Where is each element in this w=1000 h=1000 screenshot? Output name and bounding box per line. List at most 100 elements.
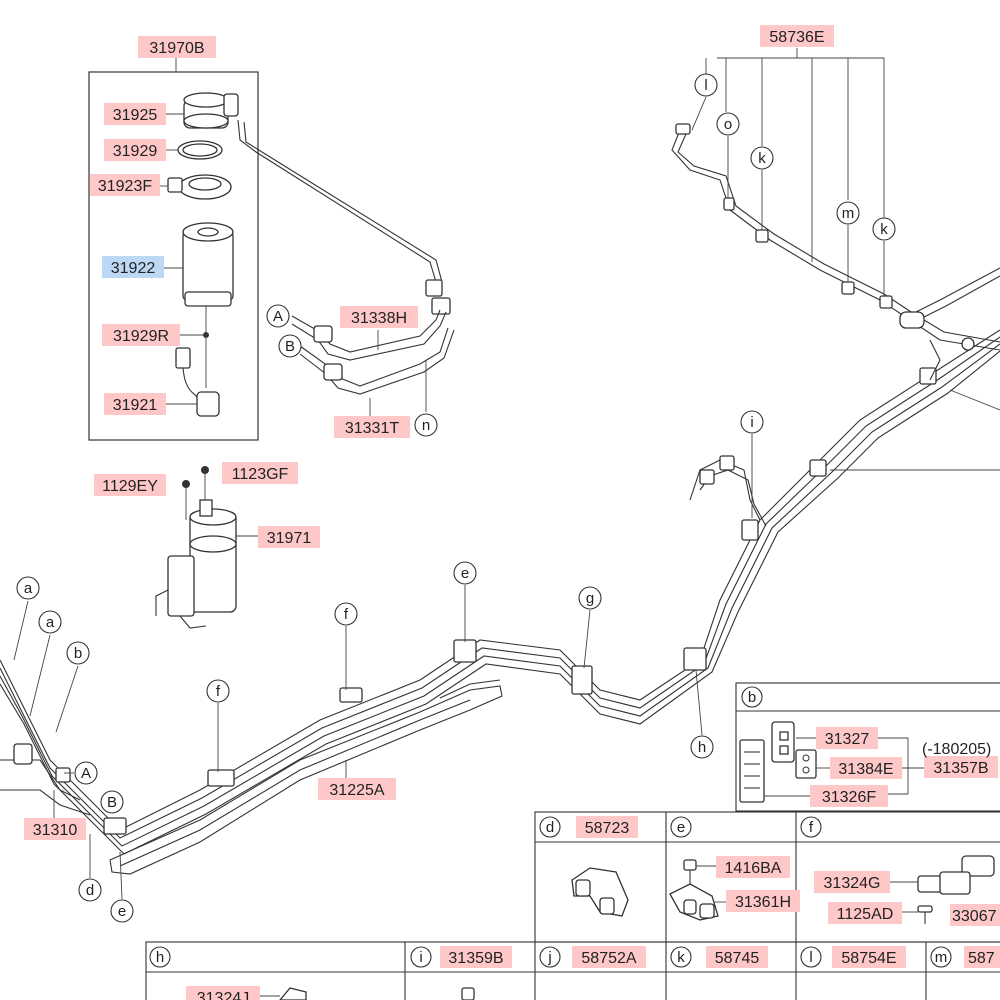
part-label-31929[interactable]: 31929 [104,139,166,161]
detail-cell-l: l 58754E [800,946,906,968]
callout-circles: a a b A B d e f f e g h i l o k m k A B … [13,73,896,923]
svg-text:58736E: 58736E [769,29,824,46]
part-label-58754E[interactable]: 58754E [832,946,906,968]
part-label-31225A[interactable]: 31225A [318,778,396,800]
svg-text:31326F: 31326F [822,789,876,806]
callout-l: l [691,73,718,131]
part-label-31970B[interactable]: 31970B [138,36,216,58]
part-label-58723[interactable]: 58723 [576,816,638,838]
svg-text:a: a [24,580,33,597]
callout-a-2: a [29,610,62,717]
part-label-58745[interactable]: 58745 [706,946,768,968]
part-label-587[interactable]: 587 [964,946,1000,968]
detail-cell-j: j 58752A [539,946,646,968]
callout-b: b [55,641,90,733]
svg-text:o: o [724,116,732,133]
part-label-1416BA[interactable]: 1416BA [716,856,790,878]
svg-text:31929: 31929 [113,143,158,160]
svg-text:1125AD: 1125AD [837,906,894,923]
part-label-1125AD[interactable]: 1125AD [828,902,902,924]
detail-box-b: b 31327 31384E 31357B 31326F (-180205) [735,682,1000,812]
svg-text:e: e [677,819,685,836]
svg-text:1123GF: 1123GF [232,466,289,483]
part-label-31922[interactable]: 31922 [102,256,164,278]
svg-text:f: f [344,606,349,623]
callout-k-2: k [872,217,896,296]
part-label-58752A[interactable]: 58752A [572,946,646,968]
part-label-31384E[interactable]: 31384E [830,757,902,779]
clip-58723-drawing [571,867,629,917]
part-label-31324J[interactable]: 31324J [186,986,260,1000]
hose-assembly-drawing [291,309,455,416]
part-label-31359B[interactable]: 31359B [440,946,512,968]
part-label-31324G[interactable]: 31324G [814,871,890,893]
date-code-note: (-180205) [922,741,991,758]
clip-31384E-drawing [795,749,817,779]
part-label-31357B[interactable]: 31357B [924,756,998,778]
svg-text:a: a [46,614,55,631]
svg-text:587: 587 [968,950,995,967]
part-label-31361H[interactable]: 31361H [726,890,800,912]
part-label-31921[interactable]: 31921 [104,393,166,415]
callout-m: m [836,201,860,282]
svg-text:1129EY: 1129EY [102,478,158,495]
part-label-58736E[interactable]: 58736E [760,25,834,47]
detail-cell-e: e 1416BA 31361H [669,816,800,921]
callout-n: n [414,413,438,437]
svg-text:k: k [677,949,685,966]
bolt-1416BA-drawing [683,859,697,884]
detail-cell-h: h 31324J [149,946,307,1000]
callout-A-lower: A [64,761,98,785]
callout-e-mid: e [453,561,477,642]
water-sensor-drawing [166,347,220,417]
svg-text:58752A: 58752A [581,950,636,967]
fuel-filter-assembly-group [88,58,259,441]
part-label-31923F[interactable]: 31923F [90,174,160,196]
clip-31326F-drawing [739,739,765,803]
svg-text:31324G: 31324G [824,875,881,892]
callout-A-upper: A [266,304,290,328]
part-labels: 31970B 31925 31929 31923F 31922 31929R 3… [24,25,834,840]
svg-text:l: l [809,949,812,966]
callout-f-left: f [206,679,230,772]
part-label-31929R[interactable]: 31929R [102,324,180,346]
clip-31324G-drawing [917,855,995,895]
svg-text:31923F: 31923F [98,178,152,195]
svg-text:1416BA: 1416BA [725,860,782,877]
svg-text:31361H: 31361H [735,894,791,911]
part-label-31338H[interactable]: 31338H [340,306,418,328]
part-label-31326F[interactable]: 31326F [810,785,888,807]
callout-a-1: a [13,576,40,661]
svg-text:d: d [546,819,554,836]
part-label-31971[interactable]: 31971 [258,526,320,548]
svg-text:m: m [842,205,855,222]
part-label-33067[interactable]: 33067 [950,904,1000,926]
callout-d: d [78,834,102,902]
svg-text:58754E: 58754E [841,950,896,967]
detail-cell-d: d 58723 [539,816,638,917]
svg-text:j: j [547,949,551,966]
svg-text:31310: 31310 [33,822,78,839]
svg-text:31384E: 31384E [838,761,893,778]
callout-e-lower: e [110,851,134,923]
part-label-31310[interactable]: 31310 [24,818,86,840]
svg-text:58723: 58723 [585,820,630,837]
part-label-31925[interactable]: 31925 [104,103,166,125]
svg-text:i: i [419,949,422,966]
svg-text:i: i [750,414,753,431]
svg-text:f: f [809,819,814,836]
svg-text:A: A [81,765,91,782]
svg-text:k: k [758,150,766,167]
detail-cell-i: i 31359B [410,946,512,1000]
svg-text:b: b [74,645,82,662]
part-label-31331T[interactable]: 31331T [334,416,410,438]
part-label-1129EY[interactable]: 1129EY [94,474,166,496]
part-label-1123GF[interactable]: 1123GF [222,462,298,484]
part-label-31327[interactable]: 31327 [816,727,878,749]
callout-i: i [740,410,764,434]
fuel-filter-bracket-drawing [155,466,258,629]
svg-text:31925: 31925 [113,107,158,124]
svg-text:g: g [586,590,594,607]
svg-text:d: d [86,882,94,899]
